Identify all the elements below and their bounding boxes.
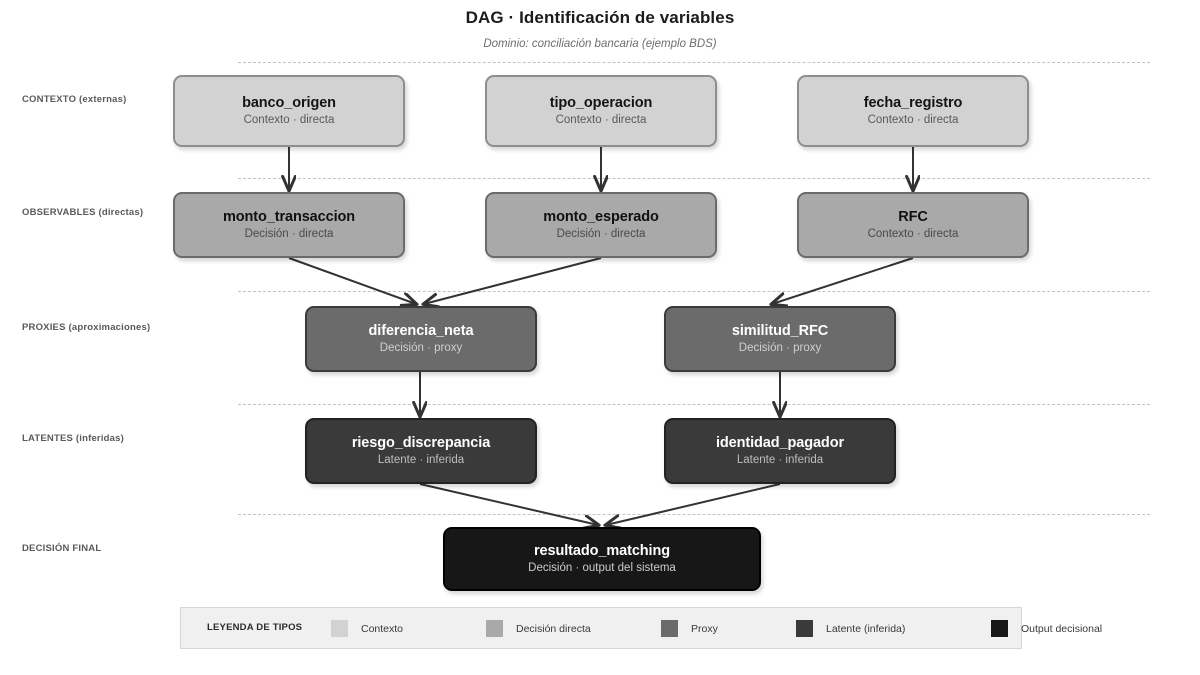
band-separator-observables [238,178,1150,179]
legend-swatch-icon [486,620,503,637]
node-name: monto_transaccion [222,208,356,225]
legend-item-2: Proxy [661,620,718,637]
legend-label: Proxy [691,622,718,635]
node-name: monto_esperado [543,208,659,225]
band-label-latentes: LATENTES (inferidas) [22,433,124,444]
node-subtitle: Decisión · proxy [738,341,822,354]
legend-swatch-icon [991,620,1008,637]
node-subtitle: Decisión · directa [244,227,334,240]
node-name: banco_origen [242,94,336,111]
band-separator-proxies [238,291,1150,292]
band-label-proxies: PROXIES (aproximaciones) [22,322,151,333]
legend-label: Contexto [361,622,404,635]
node-name: diferencia_neta [368,322,474,339]
node-subtitle: Latente · inferida [377,453,465,466]
node-subtitle: Decisión · proxy [379,341,463,354]
band-label-observables: OBSERVABLES (directas) [22,207,144,218]
dag-edge-riesgo_discrepancia-to-resultado_matching [419,483,598,525]
legend-label: Output decisional [1021,622,1103,635]
dag-edge-monto_transaccion-to-diferencia_neta [288,257,416,304]
node-subtitle: Decisión · output del sistema [528,561,676,574]
legend-title: LEYENDA DE TIPOS [207,622,303,633]
band-label-decision: DECISIÓN FINAL [22,543,102,554]
node-name: identidad_pagador [715,434,844,451]
band-separator-decision [238,514,1150,515]
legend-swatch-icon [661,620,678,637]
legend-swatch-icon [331,620,348,637]
node-name: resultado_matching [534,542,670,559]
node-subtitle: Decisión · directa [556,227,646,240]
band-separator-contexto [238,62,1150,63]
node-subtitle: Contexto · directa [555,113,647,126]
node-subtitle: Contexto · directa [243,113,335,126]
legend-label: Latente (inferida) [826,622,906,635]
node-name: riesgo_discrepancia [351,434,491,451]
node-name: fecha_registro [863,94,963,111]
node-name: RFC [898,208,928,225]
node-name: tipo_operacion [549,94,653,111]
legend-item-0: Contexto [331,620,403,637]
legend-item-1: Decisión directa [486,620,591,637]
band-separator-latentes [238,404,1150,405]
node-subtitle: Contexto · directa [867,227,959,240]
legend-item-3: Latente (inferida) [796,620,905,637]
node-subtitle: Contexto · directa [867,113,959,126]
node-name: similitud_RFC [731,322,829,339]
legend-item-4: Output decisional [991,620,1102,637]
page-title: DAG · Identificación de variables [465,8,735,27]
page-subtitle: Dominio: conciliación bancaria (ejemplo … [483,38,717,50]
band-label-contexto: CONTEXTO (externas) [22,94,127,105]
node-subtitle: Latente · inferida [736,453,824,466]
legend-swatch-icon [796,620,813,637]
dag-edge-RFC-to-similitud_RFC [772,257,914,304]
legend-label: Decisión directa [516,622,591,635]
dag-node-RFC[interactable]: RFC Contexto · directa [797,192,1029,258]
dag-node-similitud_RFC[interactable]: similitud_RFC Decisión · proxy [664,306,896,372]
dag-edge-monto_esperado-to-diferencia_neta [424,257,602,304]
legend-panel: LEYENDA DE TIPOS Contexto Decisión direct… [180,607,1102,649]
dag-edge-identidad_pagador-to-resultado_matching [606,483,781,525]
